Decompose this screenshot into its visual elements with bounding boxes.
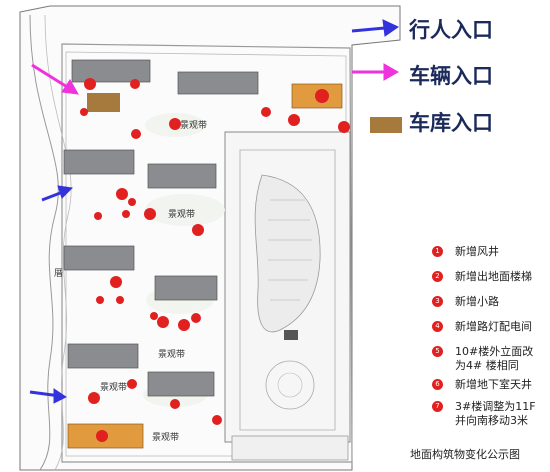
landscape-label-3: 景观带 <box>158 350 186 360</box>
legend-item-1: 新增风井 <box>455 245 499 258</box>
legend-garage-swatch <box>370 117 402 133</box>
legend-dot-3: 3 <box>432 296 443 307</box>
landscape-label-5: 景观带 <box>152 433 180 443</box>
landscape-label-1: 景观带 <box>180 121 208 131</box>
legend-item-2: 新增出地面楼梯 <box>455 270 532 283</box>
legend-item-4: 新增路灯配电间 <box>455 320 532 333</box>
change-markers <box>80 78 350 442</box>
legend-item-3: 新增小路 <box>455 295 499 308</box>
garage-entrance-label: 车库入口 <box>409 111 493 135</box>
pedestrian-arrows <box>29 19 400 404</box>
figure-caption: 地面构筑物变化公示图 <box>410 448 520 461</box>
left-curve-road <box>29 14 59 471</box>
legend-item-5: 10#楼外立面改 <box>455 345 534 358</box>
legend-item-7-line2: 并向南移动3米 <box>455 414 528 427</box>
vehicle-entrance-label: 车辆入口 <box>409 64 493 88</box>
legend-item-7: 3#楼调整为11F <box>455 400 536 413</box>
perimeter-road <box>61 43 353 463</box>
legend-dot-5: 5 <box>432 346 443 357</box>
building-row4-right <box>147 371 215 397</box>
legend-dot-4: 4 <box>432 321 443 332</box>
site-side-label: 厝 <box>54 269 64 279</box>
building-row2-right <box>147 163 217 189</box>
legend-item-5-line2: 为4# 楼相同 <box>455 359 519 372</box>
landscape-label-2: 景观带 <box>168 210 196 220</box>
legend-dot-7: 7 <box>432 401 443 412</box>
pedestrian-entrance-label: 行人入口 <box>409 18 493 42</box>
building-row1-left <box>71 59 151 83</box>
buildings <box>63 59 259 397</box>
building-row1-mid <box>177 71 259 95</box>
building-row4-left <box>67 343 139 369</box>
legend-dot-2: 2 <box>432 271 443 282</box>
building-row3-right <box>154 275 218 301</box>
legend-dot-1: 1 <box>432 246 443 257</box>
vehicle-arrows <box>31 63 400 95</box>
building-row3-left <box>63 245 135 271</box>
landscape-label-4: 景观带 <box>100 383 128 393</box>
building-row2-left <box>63 149 135 175</box>
legend-vehicle-arrow <box>383 63 400 81</box>
legend-item-6: 新增地下室天井 <box>455 378 532 391</box>
legend-dot-6: 6 <box>432 379 443 390</box>
garage-entrance-marker <box>87 93 120 112</box>
legend-pedestrian-arrow <box>382 19 400 37</box>
